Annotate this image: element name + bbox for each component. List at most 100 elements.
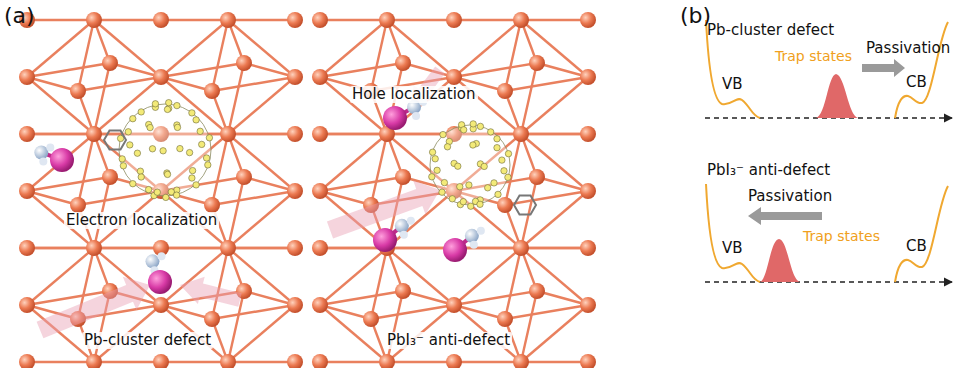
pb-atom bbox=[19, 297, 35, 313]
carbon-atom bbox=[455, 163, 461, 169]
pb-atom bbox=[236, 169, 252, 185]
octahedron-edge bbox=[27, 133, 94, 135]
octahedron-edge bbox=[387, 248, 454, 305]
trap-peak bbox=[816, 74, 858, 118]
carbon-atom bbox=[154, 189, 160, 195]
octahedron-edge bbox=[228, 361, 295, 363]
pb-atom bbox=[19, 183, 35, 199]
trap-label: Trap states bbox=[803, 228, 880, 245]
n-atom bbox=[465, 229, 479, 243]
carbon-atom bbox=[461, 127, 467, 133]
pb-atom bbox=[153, 354, 169, 368]
carbon-atom bbox=[457, 184, 463, 190]
octahedron-edge bbox=[521, 19, 588, 21]
pb-atom bbox=[529, 283, 545, 299]
n-atom bbox=[34, 145, 48, 159]
octahedron-edge bbox=[212, 20, 228, 91]
octahedron-edge bbox=[387, 291, 403, 362]
pb-atom bbox=[153, 69, 169, 85]
octahedron-edge bbox=[320, 133, 387, 135]
octahedron-edge bbox=[454, 291, 537, 305]
band-label: CB bbox=[906, 238, 927, 255]
octahedron-edge bbox=[27, 247, 94, 249]
pb-atom bbox=[312, 69, 328, 85]
ma-cation bbox=[50, 148, 74, 172]
pb-atom bbox=[529, 55, 545, 71]
pb-atom bbox=[363, 311, 379, 327]
ma-cation bbox=[373, 228, 397, 252]
carbon-atom bbox=[125, 129, 131, 135]
h-atom bbox=[157, 252, 165, 260]
octahedron-edge bbox=[521, 133, 588, 135]
carbon-atom bbox=[138, 109, 144, 115]
pb-atom bbox=[287, 12, 303, 28]
octahedron-edge bbox=[228, 133, 295, 135]
octahedron-edge bbox=[454, 361, 521, 363]
octahedron-edge bbox=[212, 134, 228, 205]
octahedron-edge bbox=[94, 20, 161, 77]
octahedron-edge bbox=[27, 77, 94, 134]
pb-atom bbox=[102, 169, 118, 185]
passivation-arrow bbox=[748, 207, 822, 225]
pb-atom bbox=[287, 183, 303, 199]
octahedron-edge bbox=[161, 63, 244, 77]
carbon-atom bbox=[501, 168, 507, 174]
octahedron-edge bbox=[27, 247, 94, 249]
carbon-atom bbox=[120, 163, 126, 169]
pb-atom bbox=[70, 83, 86, 99]
carbon-atom bbox=[203, 155, 209, 161]
pb-atom bbox=[580, 69, 596, 85]
octahedron-edge bbox=[27, 19, 94, 21]
carbon-atom bbox=[481, 163, 487, 169]
pb-atom bbox=[580, 12, 596, 28]
pb-atom bbox=[529, 169, 545, 185]
carbon-atom bbox=[152, 101, 158, 107]
carbon-atom bbox=[166, 100, 172, 106]
defect-label: Pb-cluster defect bbox=[82, 332, 213, 349]
pb-atom bbox=[86, 12, 102, 28]
carbon-atom bbox=[477, 201, 483, 207]
octahedron-edge bbox=[320, 177, 403, 191]
carbon-atom bbox=[499, 157, 505, 163]
carbon-atom bbox=[494, 145, 500, 151]
h-atom bbox=[39, 157, 47, 165]
carbon-atom bbox=[468, 203, 474, 209]
arrow-label: Passivation bbox=[866, 40, 950, 57]
carbon-atom bbox=[441, 179, 447, 185]
octahedron-edge bbox=[94, 19, 161, 21]
n-atom bbox=[145, 254, 159, 268]
octahedron-edge bbox=[454, 63, 537, 77]
pb-atom bbox=[580, 126, 596, 142]
pb-atom bbox=[287, 297, 303, 313]
pb-atom bbox=[312, 297, 328, 313]
cb-curve bbox=[895, 22, 948, 118]
carbon-atom bbox=[485, 185, 491, 191]
h-atom bbox=[400, 231, 408, 239]
octahedron-edge bbox=[521, 63, 537, 134]
diagram-title: Pb-cluster defect bbox=[707, 22, 834, 39]
carbon-atom bbox=[134, 150, 140, 156]
carbon-atom bbox=[137, 168, 143, 174]
callout-label: Electron localization bbox=[64, 212, 219, 229]
pb-atom bbox=[86, 240, 102, 256]
octahedron-edge bbox=[521, 177, 537, 248]
band-label: VB bbox=[722, 240, 743, 257]
octahedron-edge bbox=[228, 133, 295, 135]
pb-atom bbox=[513, 126, 529, 142]
carbon-atom bbox=[466, 182, 472, 188]
perovskite-lattice bbox=[19, 12, 596, 368]
band-label: CB bbox=[906, 74, 927, 91]
h-atom bbox=[407, 217, 415, 225]
octahedron-edge bbox=[228, 247, 295, 249]
carbon-atom bbox=[505, 151, 511, 157]
octahedron-edge bbox=[320, 361, 387, 363]
pb-atom bbox=[395, 169, 411, 185]
molecules bbox=[34, 66, 536, 338]
pb-atom bbox=[395, 55, 411, 71]
band-diagram-lower bbox=[705, 184, 952, 282]
octahedron-edge bbox=[521, 20, 588, 77]
pb-atom bbox=[19, 354, 35, 368]
octahedron-edge bbox=[371, 134, 387, 205]
carbon-atom bbox=[470, 142, 476, 148]
octahedron-edge bbox=[27, 177, 110, 191]
